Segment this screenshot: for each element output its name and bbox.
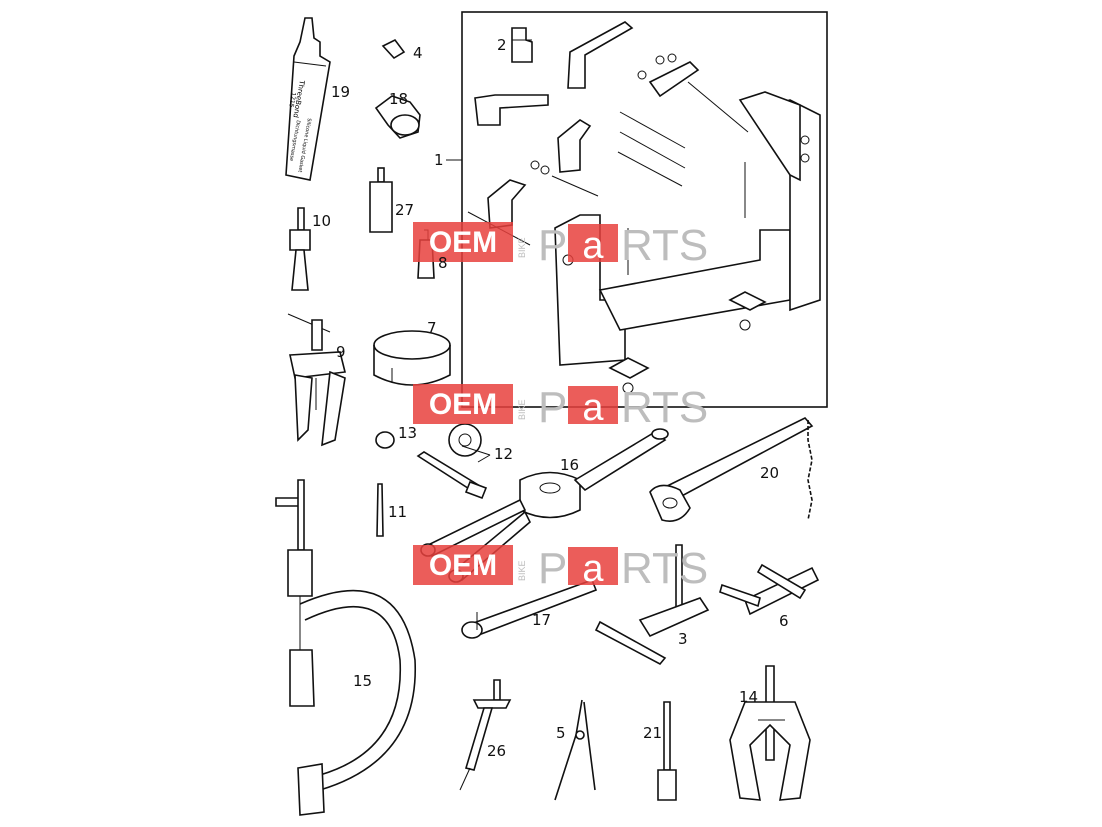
part-1-engine-stand: [467, 21, 821, 394]
part-1-frame: [461, 11, 828, 408]
label-part-18: 18: [389, 90, 408, 108]
watermark-bike: BIKE: [517, 237, 527, 258]
label-part-3: 3: [678, 630, 688, 648]
label-part-27: 27: [395, 201, 414, 219]
label-part-15: 15: [353, 672, 372, 690]
part-20-chain-wrench: [649, 417, 814, 522]
part-4-plug: [381, 38, 406, 60]
label-part-16: 16: [560, 456, 579, 474]
part-7-ring: [373, 330, 451, 386]
watermark-bike: BIKE: [517, 399, 527, 420]
watermark-oem: OEM: [429, 549, 497, 582]
label-part-13: 13: [398, 424, 417, 442]
label-part-1: 1: [434, 151, 444, 169]
watermark-bike: BIKE: [517, 560, 527, 581]
label-part-19: 19: [331, 83, 350, 101]
watermark-rts: RTS: [621, 383, 708, 432]
label-part-12: 12: [494, 445, 513, 463]
part-6-puller: [719, 563, 820, 616]
label-part-9: 9: [336, 343, 346, 361]
part-27-bottle: [369, 167, 393, 233]
label-part-17: 17: [532, 611, 551, 629]
part-10-puller: [289, 207, 311, 291]
label-part-6: 6: [779, 612, 789, 630]
watermark-p: P: [538, 221, 567, 270]
watermark-top: OEM BIKE P a RTS: [413, 221, 708, 270]
part-19-gasket-tube: ThreeBond 1215 Silicone Liquid Gasket Di…: [285, 17, 331, 181]
watermark-a: a: [582, 387, 604, 429]
part-13-nut: [375, 431, 395, 449]
watermark-p: P: [538, 544, 567, 593]
watermark-a: a: [582, 225, 604, 267]
label-part-11: 11: [388, 503, 407, 521]
part-17-spanner: [461, 578, 598, 639]
label-part-5: 5: [556, 724, 566, 742]
part-18-sleeve: [374, 95, 421, 139]
watermark-oem: OEM: [429, 388, 497, 421]
part-16-holding-wrench: [420, 428, 669, 583]
watermark-oem: OEM: [429, 226, 497, 259]
watermark-a: a: [582, 548, 604, 590]
tube-code-text: 1215: [287, 92, 297, 108]
label-part-10: 10: [312, 212, 331, 230]
part-26-grease-gun: [459, 679, 512, 791]
leader-12: [477, 454, 491, 463]
label-part-4: 4: [413, 44, 423, 62]
label-part-21: 21: [643, 724, 662, 742]
watermark-middle: OEM BIKE P a RTS: [413, 383, 708, 432]
part-5-circlip-pliers: [554, 699, 596, 801]
label-part-8: 8: [438, 254, 448, 272]
part-11-pin: [376, 483, 384, 537]
label-part-26: 26: [487, 742, 506, 760]
watermark-rts: RTS: [621, 221, 708, 270]
part-9-three-jaw-puller: [287, 313, 346, 447]
watermark-p: P: [538, 383, 567, 432]
part-14-two-jaw-puller: [729, 665, 811, 801]
part-21-drift: [657, 701, 677, 801]
label-part-20: 20: [760, 464, 779, 482]
label-part-7: 7: [427, 319, 437, 337]
label-part-14: 14: [739, 688, 758, 706]
part-3-puller: [594, 544, 710, 666]
watermark-bottom: OEM BIKE P a RTS: [413, 544, 708, 593]
label-part-2: 2: [497, 36, 507, 54]
watermark-rts: RTS: [621, 544, 708, 593]
part-15-spring-compressor: [275, 479, 416, 816]
